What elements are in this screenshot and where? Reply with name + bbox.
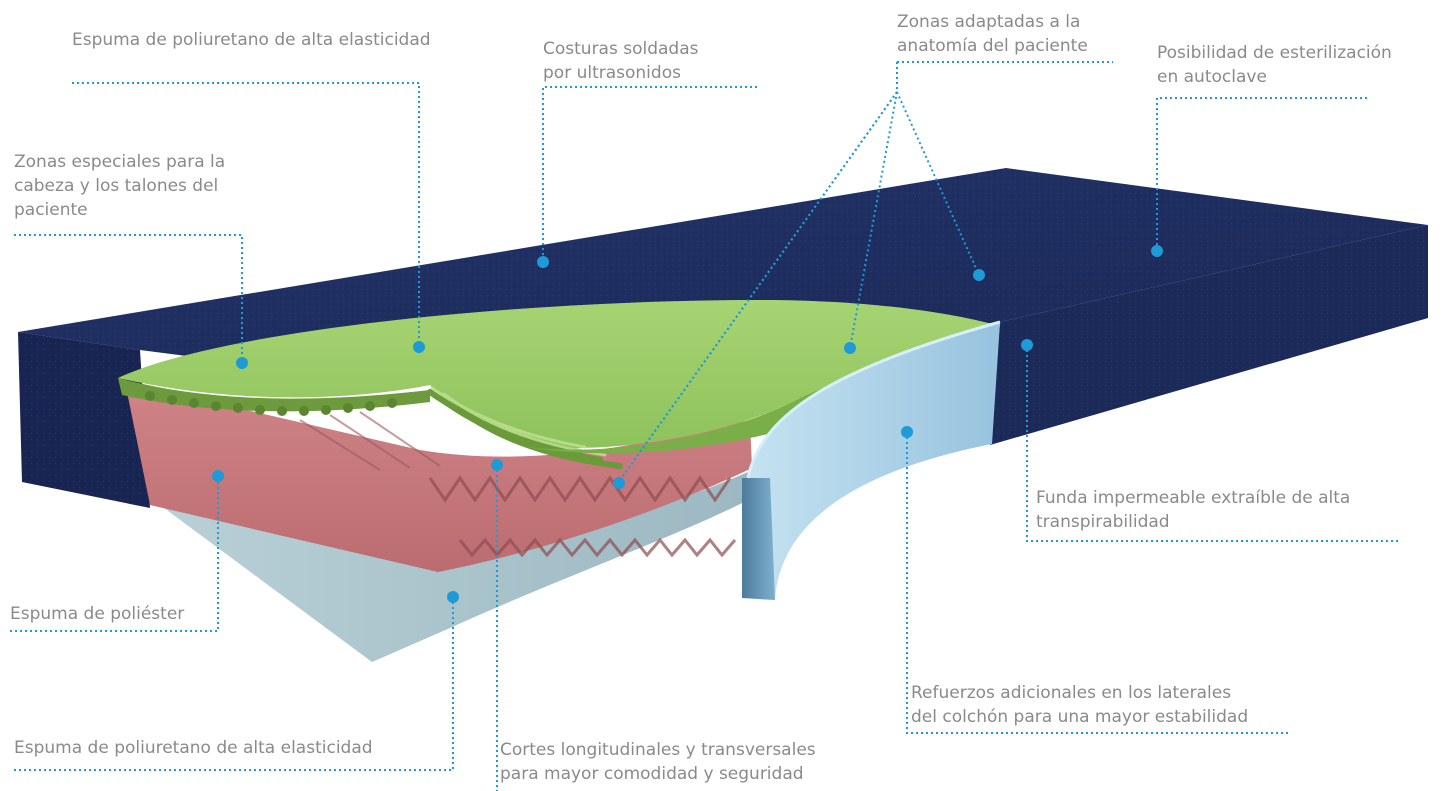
label-head-heels: Zonas especiales para la cabeza y los ta… [14, 150, 225, 222]
label-reinforcements: Refuerzos adicionales en los laterales d… [911, 681, 1248, 729]
leader-zones-d [619, 91, 898, 481]
leader-zones-b [849, 91, 898, 349]
leader-head-heels [14, 234, 243, 363]
leader-foam-top [72, 82, 420, 347]
marker-cover [1021, 339, 1033, 351]
label-reinforcements-line1: Refuerzos adicionales en los laterales [911, 683, 1232, 703]
marker-reinforcements [901, 426, 913, 438]
label-head-heels-line2: cabeza y los talones del [14, 176, 219, 196]
label-head-heels-line1: Zonas especiales para la [14, 152, 226, 172]
label-seams-line2: por ultrasonidos [543, 63, 681, 83]
marker-seams [537, 256, 549, 268]
label-cover: Funda impermeable extraíble de alta tran… [1036, 486, 1350, 534]
label-zones-adapted: Zonas adaptadas a la anatomía del pacien… [897, 10, 1088, 58]
leader-sterilization [1156, 97, 1367, 251]
side-reinforcement [742, 322, 1000, 600]
leader-foam-bottom [14, 597, 454, 771]
label-sterilization-line1: Posibilidad de esterilización [1157, 43, 1392, 63]
marker-cuts [491, 459, 503, 471]
label-cuts-line2: para mayor comodidad y seguridad [500, 764, 804, 784]
polyester-foam-layer [125, 382, 752, 572]
label-zones-adapted-line2: anatomía del paciente [897, 36, 1088, 56]
label-cover-line1: Funda impermeable extraíble de alta [1036, 488, 1351, 508]
marker-polyester [212, 470, 224, 482]
leader-zones-a [896, 91, 980, 276]
label-zones-adapted-line1: Zonas adaptadas a la [897, 12, 1081, 32]
label-reinforcements-line2: del colchón para una mayor estabilidad [911, 707, 1249, 727]
label-seams-line1: Costuras soldadas [543, 39, 699, 59]
label-polyester: Espuma de poliéster [10, 602, 184, 626]
marker-foam-bottom [447, 591, 459, 603]
label-cover-line2: transpirabilidad [1036, 512, 1170, 532]
marker-zones-c [613, 477, 625, 489]
leader-seams [542, 86, 757, 262]
marker-sterilization [1151, 245, 1163, 257]
label-sterilization-line2: en autoclave [1157, 67, 1267, 87]
label-cuts-line1: Cortes longitudinales y transversales [500, 740, 816, 760]
marker-zones-a [973, 269, 985, 281]
label-foam-top-text: Espuma de poliuretano de alta elasticida… [72, 30, 431, 50]
label-cuts: Cortes longitudinales y transversales pa… [500, 738, 816, 786]
leader-reinforcements [906, 432, 1290, 734]
leader-polyester [10, 476, 219, 632]
label-foam-top: Espuma de poliuretano de alta elasticida… [72, 28, 431, 52]
marker-foam-top [413, 341, 425, 353]
label-foam-bottom-text: Espuma de poliuretano de alta elasticida… [14, 738, 373, 758]
label-polyester-text: Espuma de poliéster [10, 604, 185, 624]
label-sterilization: Posibilidad de esterilización en autocla… [1157, 41, 1392, 89]
polyurethane-foam-top-layer [118, 300, 1000, 448]
label-head-heels-line3: paciente [14, 200, 88, 220]
label-foam-bottom: Espuma de poliuretano de alta elasticida… [14, 736, 373, 760]
label-seams: Costuras soldadas por ultrasonidos [543, 37, 699, 85]
marker-head-heels [236, 357, 248, 369]
marker-zones-b [844, 342, 856, 354]
leader-cover [1026, 345, 1400, 542]
